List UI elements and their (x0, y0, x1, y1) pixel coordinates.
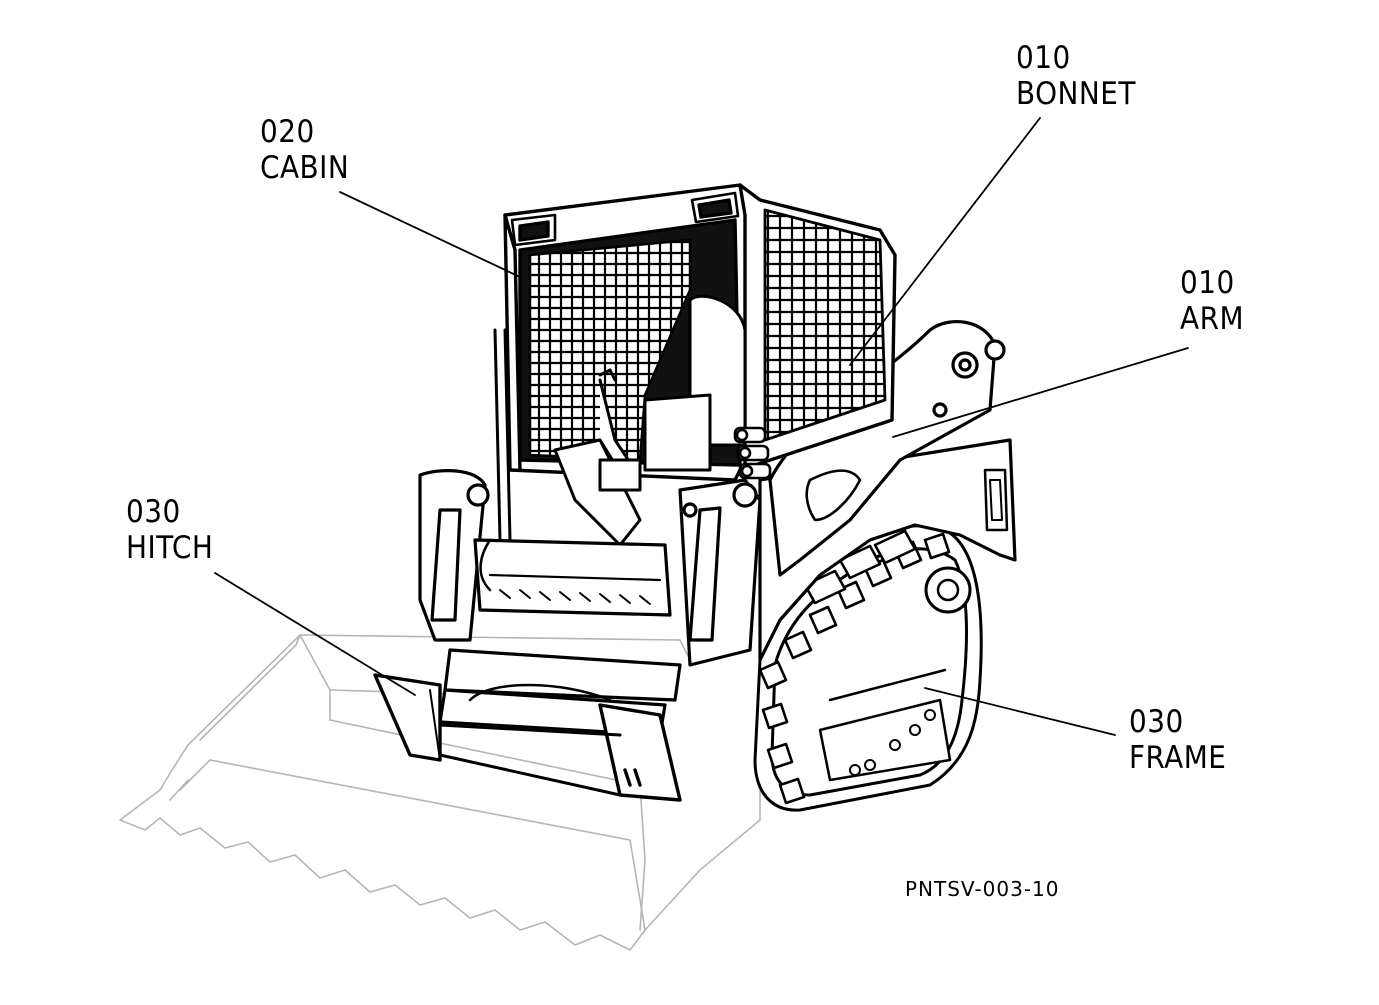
front-uprights (418, 469, 762, 667)
callout-cabin-number: 020 (260, 114, 315, 150)
callout-hitch-name: HITCH (126, 530, 214, 566)
callout-arm-number: 010 (1180, 265, 1235, 301)
callout-arm-name: ARM (1180, 301, 1245, 337)
callout-cabin: 020 CABIN (260, 114, 349, 186)
drawing-code: PNTSV-003-10 (905, 877, 1060, 901)
leader-lines (214, 117, 1189, 736)
leader-bonnet (849, 117, 1041, 366)
seat-and-controls (553, 294, 747, 547)
leader-cabin (339, 191, 521, 278)
leader-arm (892, 347, 1189, 438)
callout-frame: 030 FRAME (1129, 704, 1226, 776)
track-assembly (753, 524, 983, 812)
callout-hitch: 030 HITCH (126, 494, 213, 566)
leader-frame (924, 687, 1116, 736)
callout-cabin-name: CABIN (260, 150, 350, 186)
hitch-plate (373, 673, 682, 802)
track-treads (758, 529, 951, 805)
hydraulic-couplers (733, 426, 772, 480)
callout-bonnet-number: 010 (1016, 40, 1071, 76)
callout-bonnet: 010 BONNET (1016, 40, 1136, 112)
callout-frame-name: FRAME (1129, 740, 1227, 776)
callout-hitch-number: 030 (126, 494, 181, 530)
leader-hitch (214, 572, 416, 696)
track-bolts (849, 709, 936, 776)
callout-arm: 010 ARM (1180, 265, 1244, 337)
callout-bonnet-name: BONNET (1016, 76, 1136, 112)
callout-frame-number: 030 (1129, 704, 1184, 740)
